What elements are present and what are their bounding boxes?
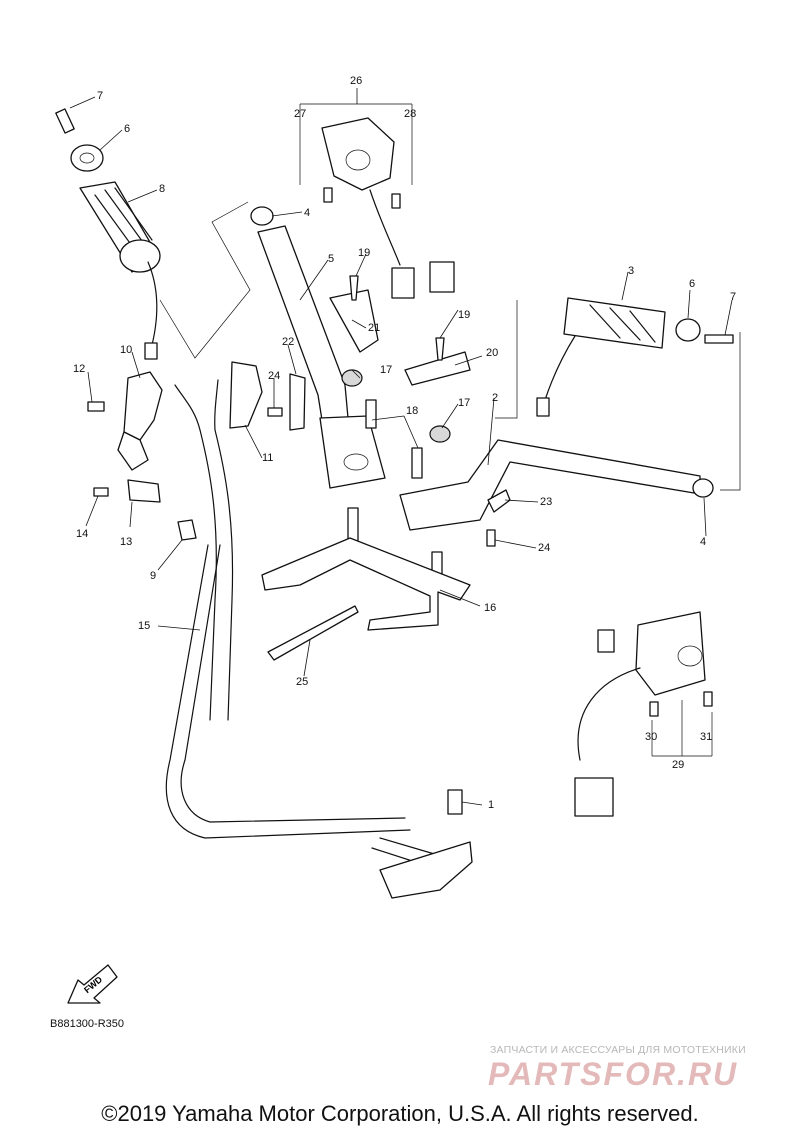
callout-24-right: 24	[538, 542, 550, 554]
grip-3-wire	[544, 335, 576, 401]
switch-29-connector-top	[597, 629, 615, 653]
group-boundary-left	[159, 201, 251, 359]
callout-labels: 7 6 8 4 5 26 27 28 19 21 3 6 7 19 20 10 …	[73, 75, 736, 811]
handlebar-group	[250, 206, 714, 661]
throttle-cables	[199, 429, 234, 721]
part-5-clamp-left	[319, 415, 386, 489]
part-29-switch-housing	[635, 611, 706, 696]
part-24-screw-right	[486, 529, 496, 547]
part-26-switch-housing	[321, 117, 395, 191]
part-19-screw-lower	[435, 337, 445, 361]
throttle-wire	[147, 261, 158, 346]
part-16-bracket	[261, 537, 471, 631]
part-12-screw	[87, 401, 105, 412]
callout-22: 23	[540, 496, 552, 508]
callout-6-right: 6	[689, 278, 695, 290]
diagram-code: B881300-R350	[50, 1018, 125, 1030]
callout-15: 15	[138, 620, 150, 632]
part-28-screw	[391, 193, 401, 209]
switch-26-group	[299, 103, 455, 299]
part-17-nut-left	[341, 369, 363, 387]
callout-4-right: 4	[700, 536, 706, 548]
callout-20: 20	[486, 347, 498, 359]
copyright-notice: ©2019 Yamaha Motor Corporation, U.S.A. A…	[101, 1101, 699, 1126]
part-14-screw	[93, 487, 109, 497]
part-4-bar-end-right	[692, 478, 714, 498]
part-3-grip	[563, 297, 666, 349]
callout-6-left: 6	[124, 123, 130, 135]
callout-9: 9	[150, 570, 156, 582]
callout-17-left: 17	[380, 364, 392, 376]
callout-31: 31	[700, 731, 712, 743]
throttle-connector	[144, 342, 158, 360]
part-13-bracket	[127, 479, 161, 503]
grip-3-connector	[536, 397, 550, 417]
callout-3: 3	[628, 265, 634, 277]
callout-11: 11	[262, 452, 273, 464]
part-6-weight-right	[675, 318, 701, 342]
throttle-grip-group	[55, 108, 161, 360]
callout-13: 13	[120, 536, 132, 548]
watermark-logo: PARTSFOR.RU	[488, 1056, 739, 1092]
callout-5: 5	[328, 253, 334, 265]
callout-19-lower: 19	[458, 309, 470, 321]
switch-29-wire	[577, 667, 641, 761]
callout-4-left: 4	[304, 207, 310, 219]
callout-29: 29	[672, 759, 684, 771]
callout-17-right: 17	[458, 397, 470, 409]
part-9-clamp	[177, 519, 197, 541]
callout-10: 10	[120, 344, 132, 356]
callout-12: 12	[73, 363, 85, 375]
part-18-bolt-right	[411, 447, 423, 479]
part-7-screw-right	[704, 334, 734, 344]
part-10-housing-upper	[123, 371, 163, 441]
callout-2: 2	[492, 392, 498, 404]
callout-7-right: 7	[730, 291, 736, 303]
part-6-weight-left	[70, 144, 104, 172]
callout-26: 26	[350, 75, 362, 87]
part-15-clutch-cable	[165, 544, 411, 839]
switch-29-connector-bottom	[574, 777, 614, 817]
part-19-screw-upper	[349, 275, 359, 301]
fwd-arrow-icon: FWD	[67, 964, 118, 1004]
throttle-housing-group	[87, 361, 473, 899]
part-18-bolt-left	[365, 399, 377, 429]
part-23-bracket	[289, 373, 306, 431]
callout-27: 27	[294, 108, 306, 120]
part-1-bolt	[447, 789, 463, 815]
part-17-nut-right	[429, 425, 451, 443]
part-1-cable-bracket	[379, 841, 473, 899]
part-27-screw	[323, 187, 333, 203]
callout-18: 18	[406, 405, 418, 417]
callout-19-upper: 19	[358, 247, 370, 259]
switch-26-wire	[369, 189, 401, 266]
callout-14: 14	[76, 528, 88, 540]
callout-16: 16	[484, 602, 496, 614]
callout-1: 1	[488, 799, 494, 811]
callout-30: 30	[645, 731, 657, 743]
switch-29-group	[574, 611, 713, 817]
callout-23: 22	[282, 336, 294, 348]
callout-7-left: 7	[97, 90, 103, 102]
part-24-screw-left	[267, 407, 283, 417]
callout-8: 8	[159, 183, 165, 195]
grip-3-group	[495, 297, 741, 491]
part-11-housing-lower	[229, 361, 263, 429]
part-7-screw-left	[55, 108, 75, 134]
part-20-plate	[404, 351, 471, 386]
watermark-tagline: ЗАПЧАСТИ И АКСЕССУАРЫ ДЛЯ МОТОТЕХНИКИ	[490, 1044, 746, 1056]
callout-24-left: 24	[268, 370, 280, 382]
part-2-handlebar-right	[399, 439, 701, 531]
part-25-cable-tie	[267, 605, 359, 661]
part-31-screw	[703, 691, 713, 707]
callout-28: 28	[404, 108, 416, 120]
switch-26-connector-a	[391, 267, 415, 299]
part-4-bar-end-left	[250, 206, 274, 226]
switch-26-connector-b	[429, 261, 455, 293]
leader-lines	[69, 88, 733, 806]
part-30-screw	[649, 701, 659, 717]
callout-21: 21	[368, 322, 380, 334]
callout-25: 25	[296, 676, 308, 688]
